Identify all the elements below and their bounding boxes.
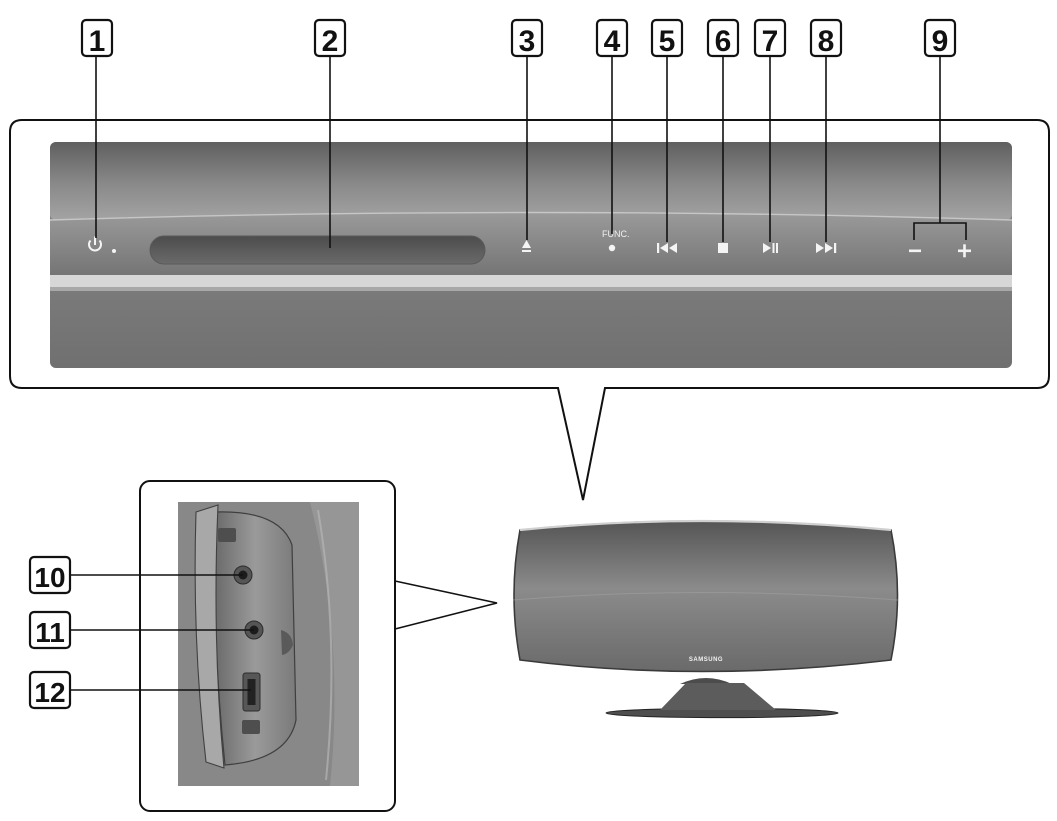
panel-top-glass bbox=[50, 142, 1012, 220]
play-pause-icon[interactable] bbox=[763, 243, 778, 253]
svg-text:12: 12 bbox=[34, 677, 65, 708]
panel-chrome-strip bbox=[50, 275, 1012, 287]
callout-badge-8: 8 bbox=[809, 18, 843, 58]
side-cover-flap bbox=[194, 504, 225, 769]
unit-midline bbox=[512, 592, 899, 601]
svg-text:6: 6 bbox=[715, 25, 732, 58]
panel-edge-highlight bbox=[49, 211, 1013, 221]
callout-badge-5: 5 bbox=[650, 18, 684, 58]
brand-logo: SAMSUNG bbox=[689, 657, 723, 663]
svg-text:3: 3 bbox=[519, 25, 536, 58]
callout-badge-6: 6 bbox=[706, 18, 740, 58]
callout-badge-10: 10 bbox=[28, 555, 72, 595]
hinge-bottom bbox=[242, 720, 260, 734]
standby-indicator-icon bbox=[112, 249, 116, 253]
power-icon[interactable] bbox=[88, 236, 102, 252]
callout-badge-2: 2 bbox=[313, 18, 347, 58]
callout-badge-3: 3 bbox=[510, 18, 544, 58]
svg-text:4: 4 bbox=[604, 25, 621, 58]
svg-text:8: 8 bbox=[818, 25, 835, 58]
volume-minus-icon[interactable] bbox=[909, 249, 921, 253]
skip-back-icon[interactable] bbox=[657, 243, 677, 253]
callout-badge-1: 1 bbox=[80, 18, 114, 58]
func-label: FUNC. bbox=[602, 229, 630, 239]
side-panel-photo bbox=[178, 502, 359, 786]
side-zoom-pointer bbox=[394, 580, 498, 630]
volume-plus-icon[interactable] bbox=[958, 244, 971, 258]
svg-text:7: 7 bbox=[762, 25, 779, 58]
disc-slot bbox=[149, 235, 486, 265]
usb-port-icon[interactable] bbox=[242, 672, 261, 712]
svg-text:9: 9 bbox=[932, 25, 949, 58]
panel-chrome-shadow bbox=[50, 287, 1012, 291]
svg-text:5: 5 bbox=[659, 25, 676, 58]
eject-icon[interactable] bbox=[522, 240, 531, 252]
stand-neck bbox=[680, 678, 732, 684]
svg-text:2: 2 bbox=[322, 25, 339, 58]
skip-forward-icon[interactable] bbox=[816, 243, 837, 253]
hinge-top bbox=[218, 528, 236, 542]
stop-icon[interactable] bbox=[718, 243, 728, 253]
callout-badge-4: 4 bbox=[595, 18, 629, 58]
stand-body bbox=[660, 683, 776, 710]
func-dot-icon[interactable] bbox=[608, 244, 616, 252]
svg-text:10: 10 bbox=[34, 562, 65, 593]
side-leader-lines bbox=[70, 574, 254, 691]
callout-badge-11: 11 bbox=[28, 610, 72, 650]
front-control-panel: FUNC. bbox=[49, 142, 1013, 368]
callout-badge-12: 12 bbox=[28, 670, 72, 710]
callout-badge-7: 7 bbox=[753, 18, 787, 58]
top-leader-lines bbox=[95, 56, 967, 248]
svg-text:1: 1 bbox=[89, 25, 106, 58]
home-theater-unit: SAMSUNG bbox=[512, 519, 899, 719]
svg-text:11: 11 bbox=[35, 617, 65, 648]
unit-top-edge bbox=[519, 519, 892, 532]
callout-badge-9: 9 bbox=[923, 18, 957, 58]
